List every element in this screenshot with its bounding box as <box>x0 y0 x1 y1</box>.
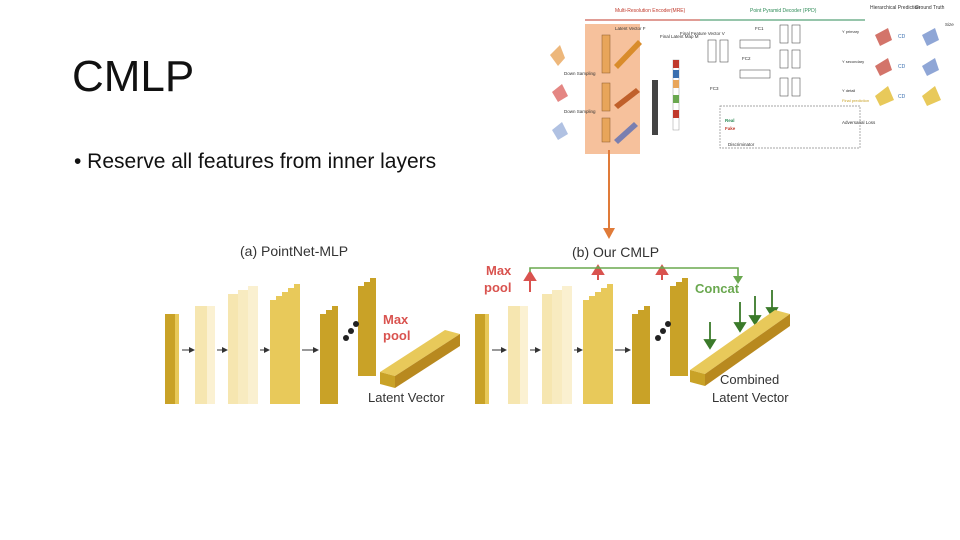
pointnet-mlp-title: (a) PointNet-MLP <box>240 243 348 259</box>
final-latent-map-label: Final Latent Map M <box>660 34 699 39</box>
pointnet-layer-stacks <box>165 278 376 404</box>
latent-bar-3 <box>614 122 638 144</box>
cmlp-dots <box>655 321 671 341</box>
hierarchical-header: Hierarchical Prediction <box>870 5 920 11</box>
downsampling-label-1: Down Sampling <box>564 71 596 76</box>
fc1-label: FC1 <box>755 26 764 31</box>
combined-latent-line2: Latent Vector <box>712 390 789 405</box>
latent-vector-a-side <box>395 334 460 388</box>
combined-vector-top <box>690 310 790 374</box>
combined-vector-side <box>705 314 790 386</box>
latent-bar-2 <box>614 88 640 109</box>
mre-header: Multi-Resolution Encoder(MRE) <box>615 8 686 14</box>
combined-vector-front <box>690 370 705 386</box>
concat-down-arrows <box>703 290 779 350</box>
latent-vector-a-top <box>380 330 460 376</box>
encoder-region <box>585 24 640 154</box>
adversarial-loss-label: Adversarial Loss <box>842 120 876 125</box>
prediction-clouds <box>875 28 941 106</box>
cd-label-2: CD <box>898 64 906 70</box>
max-pool-arrows <box>523 264 669 292</box>
bullet-point: • Reserve all features from inner layers <box>74 150 437 173</box>
cd-label-1: CD <box>898 34 906 40</box>
fc2-label: FC2 <box>742 56 751 61</box>
cmlp-title: (b) Our CMLP <box>572 244 659 260</box>
size-label: Size <box>945 22 954 27</box>
ppd-blocks <box>707 24 801 97</box>
latent-vector-a-front <box>380 372 395 388</box>
final-latent-map <box>652 80 658 135</box>
y-detail-label: Y detail <box>842 88 855 93</box>
cmlp-block-1 <box>601 34 611 74</box>
discriminator-box <box>719 105 861 149</box>
source-network-figure: Multi-Resolution Encoder(MRE) Point Pyra… <box>550 5 954 154</box>
final-prediction-label: Final prediction <box>842 98 869 103</box>
latent-vector-f-label: Latent Vector F <box>615 26 646 31</box>
ground-truth-header: Ground Truth <box>915 5 945 11</box>
max-pool-label-b-line2: pool <box>484 280 511 295</box>
max-pool-label-b-line1: Max <box>486 263 512 278</box>
downsampling-label-2: Down Sampling <box>564 109 596 114</box>
max-pool-label-a-line2: pool <box>383 328 410 343</box>
latent-vector-a-label: Latent Vector <box>368 390 445 405</box>
pointnet-dots <box>343 321 359 341</box>
y-secondary-label: Y secondary <box>842 59 864 64</box>
slide-title: CMLP <box>72 52 195 101</box>
cmlp-layer-stacks <box>475 278 688 404</box>
fake-label: Fake <box>725 126 736 131</box>
discriminator-label: Discriminator <box>728 142 755 147</box>
cd-label-3: CD <box>898 94 906 100</box>
real-label: Real <box>725 118 735 123</box>
combined-latent-line1: Combined <box>720 372 779 387</box>
max-pool-label-a-line1: Max <box>383 312 409 327</box>
concat-label: Concat <box>695 281 740 296</box>
cmlp-comparison-diagram: (a) PointNet-MLP Max pool Latent Vector … <box>165 243 790 405</box>
y-primary-label: Y primary <box>842 29 859 34</box>
concat-lines <box>529 266 739 278</box>
fc3-label: FC3 <box>710 86 719 91</box>
input-point-clouds <box>550 45 568 140</box>
final-feature-vector-label: Final Feature Vector V <box>680 31 725 36</box>
concat-arrow-head <box>733 276 743 284</box>
latent-bar-1 <box>614 40 642 69</box>
cmlp-block-2 <box>601 82 611 112</box>
cmlp-block-3 <box>601 117 611 143</box>
ppd-header: Point Pyramid Decoder (PPD) <box>750 8 817 14</box>
pointer-arrow <box>603 150 615 239</box>
